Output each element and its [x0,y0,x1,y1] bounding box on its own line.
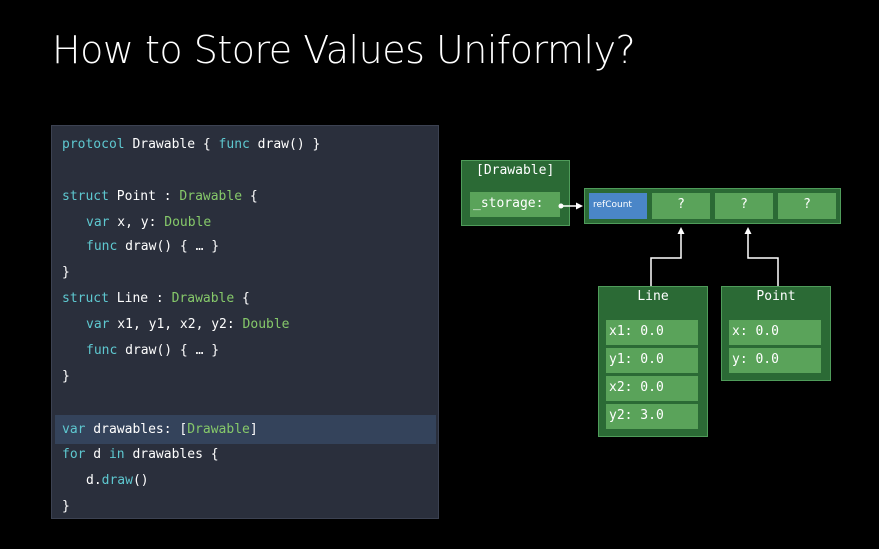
code-line-5: } [62,265,70,280]
code-text: x1, y1, x2, y2: [109,317,243,332]
keyword: struct [62,291,109,306]
code-line-10: var drawables: [Drawable] [62,420,258,440]
drawable-array-title: [Drawable] [476,163,555,178]
storage-cell: _storage: [470,192,560,217]
code-line-1: protocol Drawable { func draw() } [62,135,320,155]
code-line-13: } [62,499,70,514]
code-text: Drawable { [124,137,219,152]
code-line-11: for d in drawables { [62,445,219,465]
code-text: ] [249,422,258,437]
keyword: for [62,447,86,462]
code-text: Point : [108,189,180,204]
type-name: Double [164,215,212,230]
keyword: struct [62,189,109,204]
slot-label-2: ? [740,197,748,212]
code-text: drawables: [ [85,422,188,437]
code-text: x, y: [109,215,165,230]
code-line-9: } [62,369,70,384]
code-text: d [85,447,109,462]
type-name: Drawable [179,189,243,204]
code-line-4: func draw() { … } [86,237,219,257]
line-arrowhead [677,227,685,234]
field-label: x1: 0.0 [609,324,664,339]
keyword: var [86,317,110,332]
point-arrowhead [744,227,752,234]
point-pointer-line [747,233,779,286]
keyword: func [218,137,250,152]
code-line-8: func draw() { … } [86,341,219,361]
storage-pointer-origin [558,203,564,209]
keyword: in [108,447,125,462]
code-text: { [234,291,250,306]
code-line-6: struct Line : Drawable { [62,289,250,309]
code-line-7: var x1, y1, x2, y2: Double [86,315,290,335]
refcount-label: refCount [593,200,632,210]
line-title: Line [637,289,669,304]
keyword: protocol [62,137,125,152]
type-name: Drawable [171,291,235,306]
code-panel: protocol Drawable { func draw() } struct… [51,125,439,519]
line-pointer-line [650,233,682,286]
highlighted-line [55,415,436,444]
keyword: func [86,343,118,358]
point-title: Point [756,289,796,304]
storage-arrowhead [576,202,583,210]
method-name: draw [101,473,133,488]
code-text: () [132,473,149,488]
keyword: var [86,215,110,230]
line-field-x2: x2: 0.0 [606,376,698,401]
storage-label: _storage: [473,196,544,211]
type-name: Double [242,317,290,332]
code-text: Line : [108,291,172,306]
code-text: drawables { [124,447,219,462]
code-line-12: d.draw() [86,471,149,491]
code-text: draw() { … } [117,239,220,254]
line-field-y2: y2: 3.0 [606,404,698,429]
type-name: Drawable [187,422,250,437]
point-field-y: y: 0.0 [729,348,821,373]
slot-label-3: ? [803,197,811,212]
field-label: y: 0.0 [732,352,779,367]
code-line-3: var x, y: Double [86,213,211,233]
slot-cell-2: ? [715,193,773,219]
point-field-x: x: 0.0 [729,320,821,345]
code-text: draw() { … } [117,343,220,358]
keyword: var [62,422,86,437]
field-label: y2: 3.0 [609,408,664,423]
code-text: draw() } [249,137,321,152]
code-text: d. [86,473,102,488]
slide-title: How to Store Values Uniformly? [52,28,636,72]
slot-cell-1: ? [652,193,710,219]
code-line-2: struct Point : Drawable { [62,187,258,207]
line-field-y1: y1: 0.0 [606,348,698,373]
field-label: x2: 0.0 [609,380,664,395]
field-label: x: 0.0 [732,324,779,339]
field-label: y1: 0.0 [609,352,664,367]
slot-label-1: ? [677,197,685,212]
slot-cell-3: ? [778,193,836,219]
code-text: { [242,189,258,204]
refcount-cell: refCount [589,193,647,219]
keyword: func [86,239,118,254]
line-field-x1: x1: 0.0 [606,320,698,345]
